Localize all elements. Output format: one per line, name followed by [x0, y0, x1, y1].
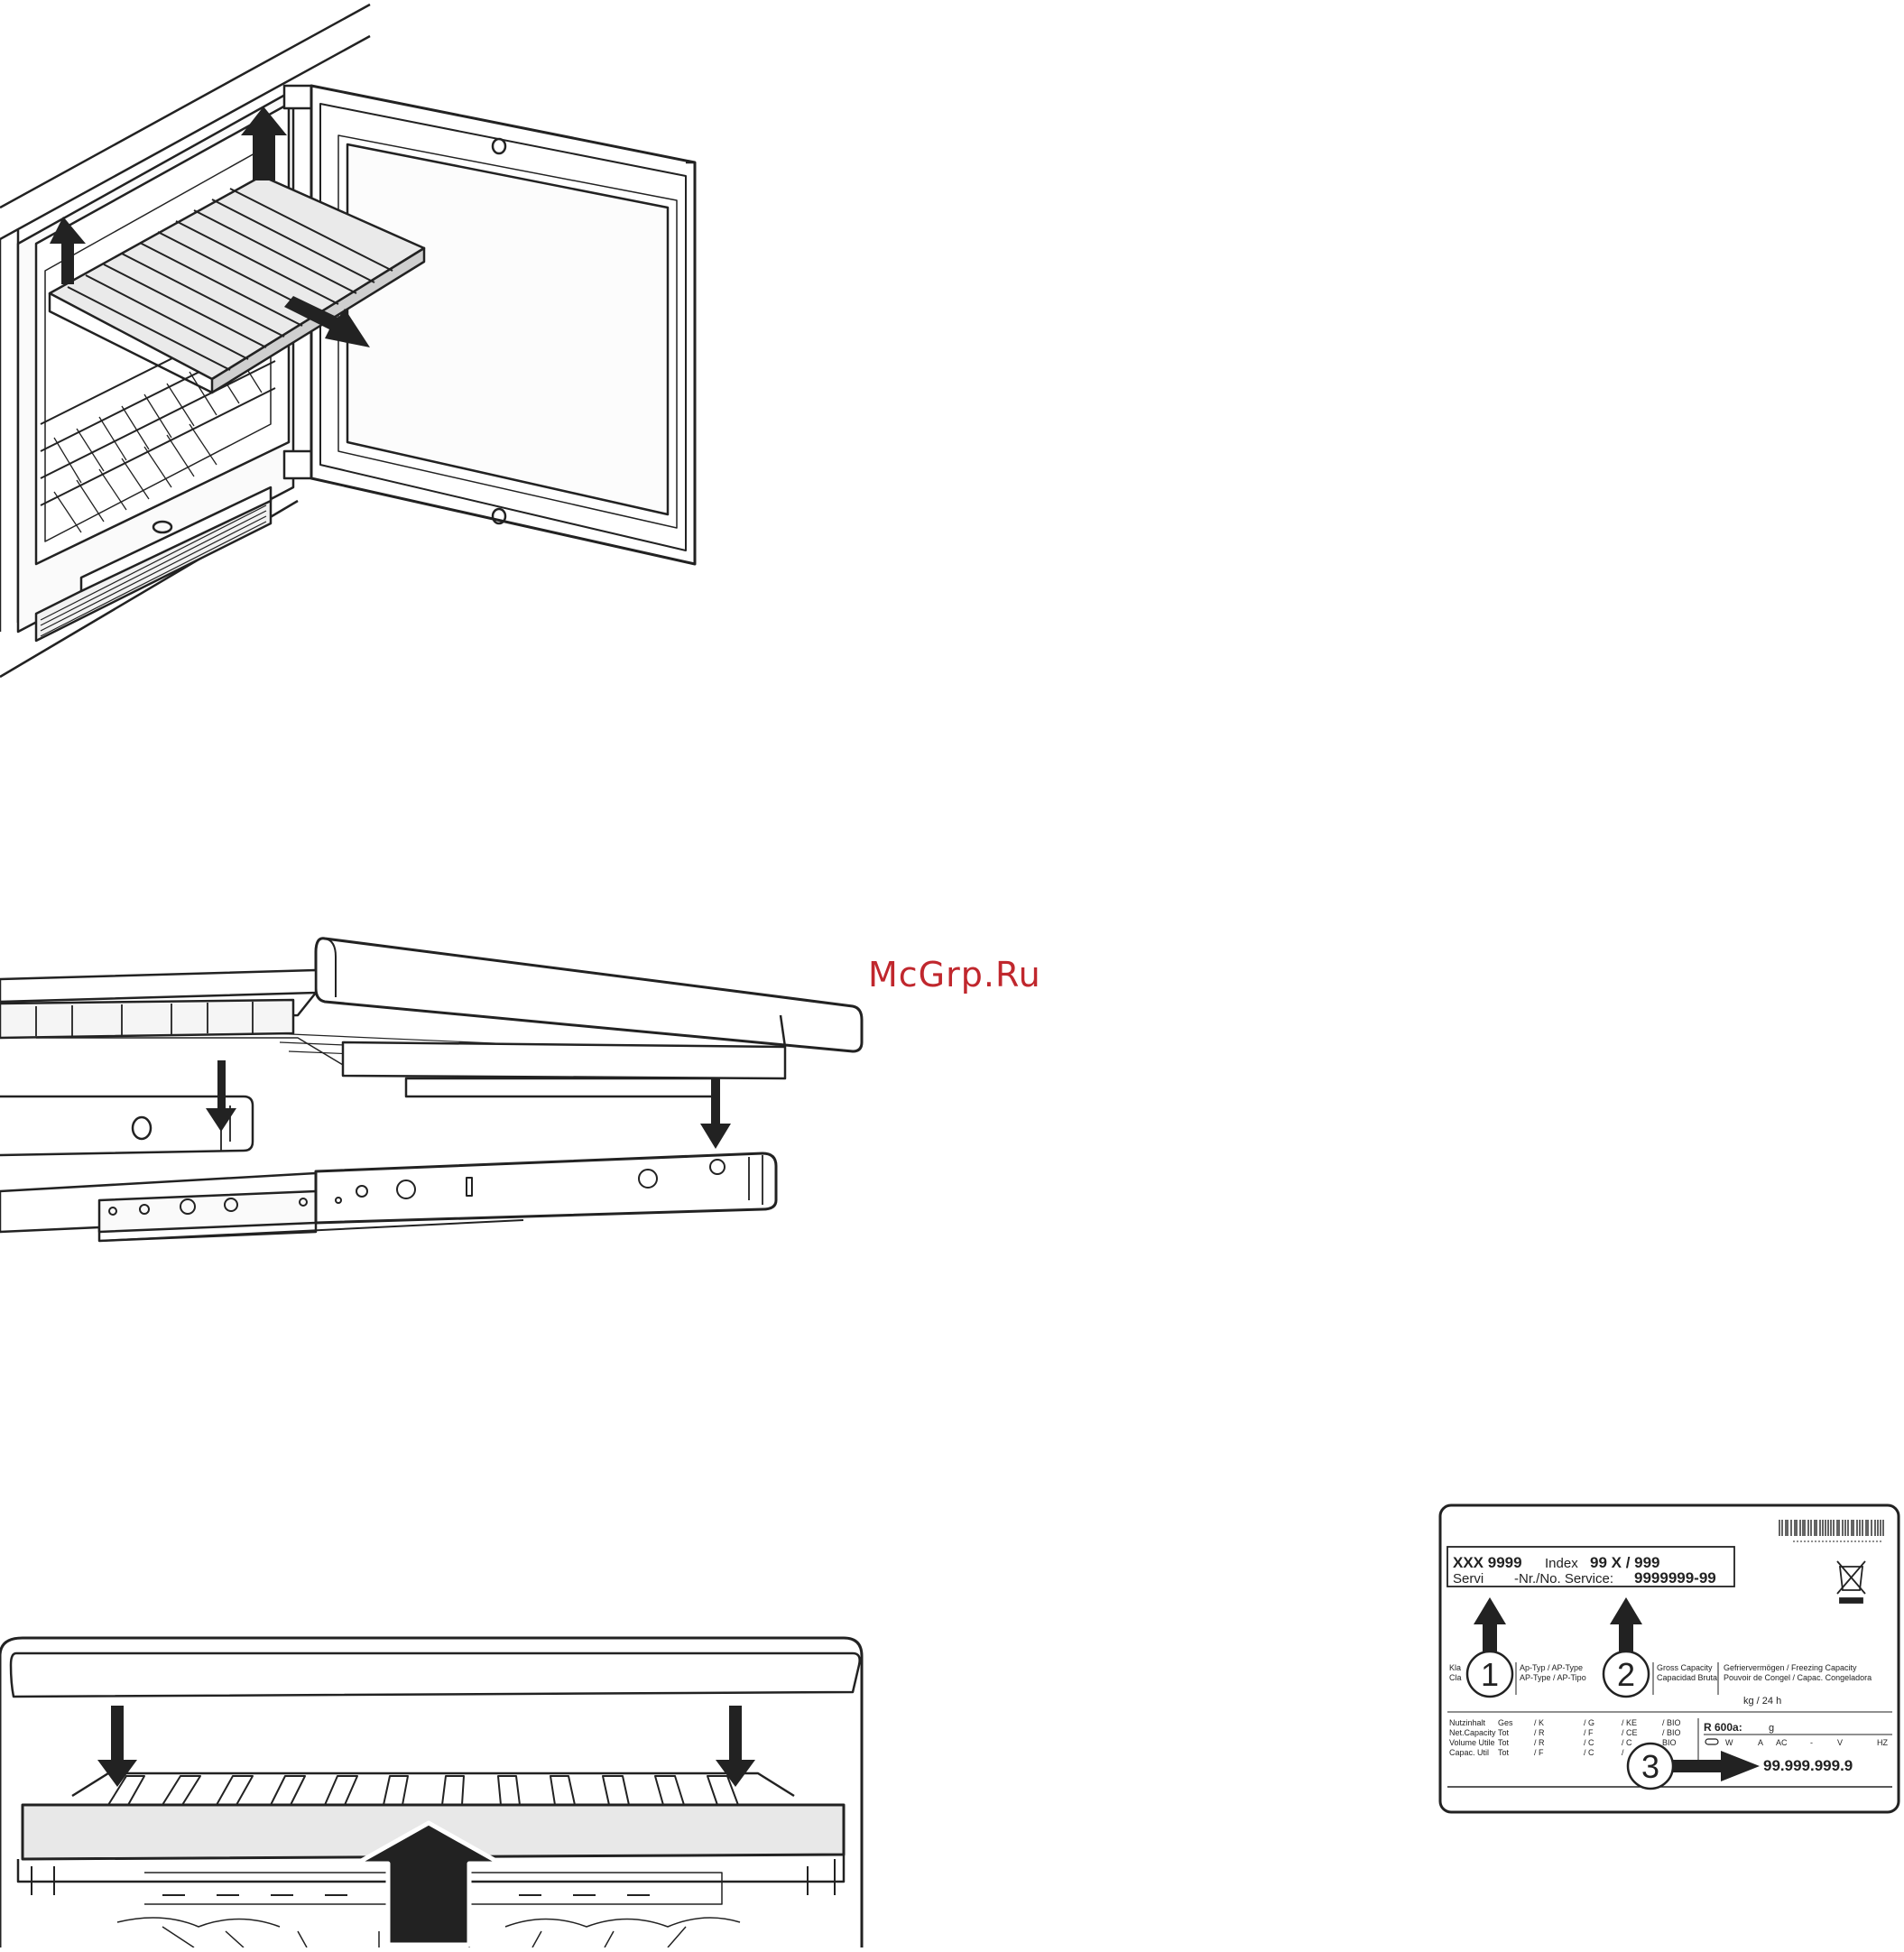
svg-text:Ap-Typ / AP-Type: Ap-Typ / AP-Type [1520, 1663, 1583, 1672]
svg-text:/ F: / F [1584, 1728, 1594, 1737]
rating-plate: XXX 9999 Index 99 X / 999 Servi -Nr./No.… [1437, 1502, 1904, 1819]
svg-text:Gross Capacity: Gross Capacity [1657, 1663, 1713, 1672]
svg-text:A: A [1758, 1738, 1763, 1747]
svg-text:/ C: / C [1584, 1738, 1594, 1747]
svg-text:/ BIO: / BIO [1662, 1718, 1681, 1727]
svg-text:/ G: / G [1584, 1718, 1594, 1727]
svg-text:Tot: Tot [1498, 1728, 1510, 1737]
svg-text:HZ: HZ [1877, 1738, 1888, 1747]
svg-text:Capac. Util: Capac. Util [1449, 1748, 1489, 1757]
model-number: XXX 9999 [1453, 1554, 1522, 1571]
svg-text:/: / [1622, 1748, 1624, 1757]
svg-text:/ KE: / KE [1622, 1718, 1637, 1727]
service-number: 9999999-99 [1634, 1569, 1716, 1587]
arrow-up-icon [50, 217, 86, 284]
svg-text:/ F: / F [1534, 1748, 1544, 1757]
svg-text:BIO: BIO [1662, 1738, 1677, 1747]
svg-text:Tot: Tot [1498, 1738, 1510, 1747]
svg-text:Pouvoir de Congel / Capac. Con: Pouvoir de Congel / Capac. Congeladora [1724, 1673, 1872, 1682]
svg-text:R 600a:: R 600a: [1704, 1721, 1742, 1734]
svg-text:Capacidad Bruta: Capacidad Bruta [1657, 1673, 1717, 1682]
weee-bin-icon [1836, 1560, 1866, 1604]
svg-text:Nutzinhalt: Nutzinhalt [1449, 1718, 1486, 1727]
svg-text:Ges: Ges [1498, 1718, 1513, 1727]
callout-2: 2 [1602, 1597, 1650, 1698]
svg-text:kg / 24 h: kg / 24 h [1743, 1696, 1781, 1707]
callout-1: 1 [1465, 1597, 1514, 1698]
arrow-down-icon [97, 1706, 137, 1787]
svg-text:2: 2 [1617, 1656, 1635, 1693]
svg-text:Tot: Tot [1498, 1748, 1510, 1757]
svg-text:Net.Capacity: Net.Capacity [1449, 1728, 1496, 1737]
svg-text:g: g [1769, 1723, 1774, 1734]
svg-text:/ C: / C [1584, 1748, 1594, 1757]
figure-shelf-front [0, 1633, 866, 1948]
svg-text:/ CE: / CE [1622, 1728, 1638, 1737]
svg-text:/ C: / C [1622, 1738, 1632, 1747]
svg-text:-Nr./No. Service:: -Nr./No. Service: [1514, 1571, 1613, 1587]
arrow-up-icon [1474, 1597, 1506, 1651]
svg-text:/ BIO: / BIO [1662, 1728, 1681, 1737]
svg-text:1: 1 [1481, 1656, 1499, 1693]
svg-text:Cla: Cla [1449, 1673, 1462, 1682]
arrow-down-icon [206, 1060, 236, 1132]
figure-shelf-rails [0, 930, 866, 1272]
svg-text:W: W [1725, 1738, 1733, 1747]
svg-text:3: 3 [1641, 1748, 1659, 1785]
arrow-up-icon [1610, 1597, 1642, 1651]
serial-number: 99.999.999.9 [1763, 1757, 1853, 1774]
svg-text:Gefriervermögen / Freezing Cap: Gefriervermögen / Freezing Capacity [1724, 1663, 1857, 1672]
svg-text:Index: Index [1545, 1556, 1578, 1571]
callout-3: 3 [1626, 1742, 1760, 1790]
svg-text:AC: AC [1776, 1738, 1788, 1747]
figure-remove-shelf [0, 0, 704, 686]
svg-text:/ R: / R [1534, 1738, 1545, 1747]
svg-text:-: - [1810, 1738, 1813, 1747]
barcode [1779, 1520, 1884, 1536]
arrow-right-icon [1673, 1751, 1760, 1781]
svg-text:Volume Utile: Volume Utile [1449, 1738, 1495, 1747]
svg-text:Kla: Kla [1449, 1663, 1461, 1672]
svg-text:/ R: / R [1534, 1728, 1545, 1737]
svg-text:V: V [1837, 1738, 1843, 1747]
watermark: McGrp.Ru [868, 955, 1041, 995]
svg-text:/ K: / K [1534, 1718, 1544, 1727]
svg-text:AP-Type / AP-Tipo: AP-Type / AP-Tipo [1520, 1673, 1586, 1682]
index-number: 99 X / 999 [1590, 1554, 1660, 1571]
svg-text:Servi: Servi [1453, 1571, 1483, 1587]
